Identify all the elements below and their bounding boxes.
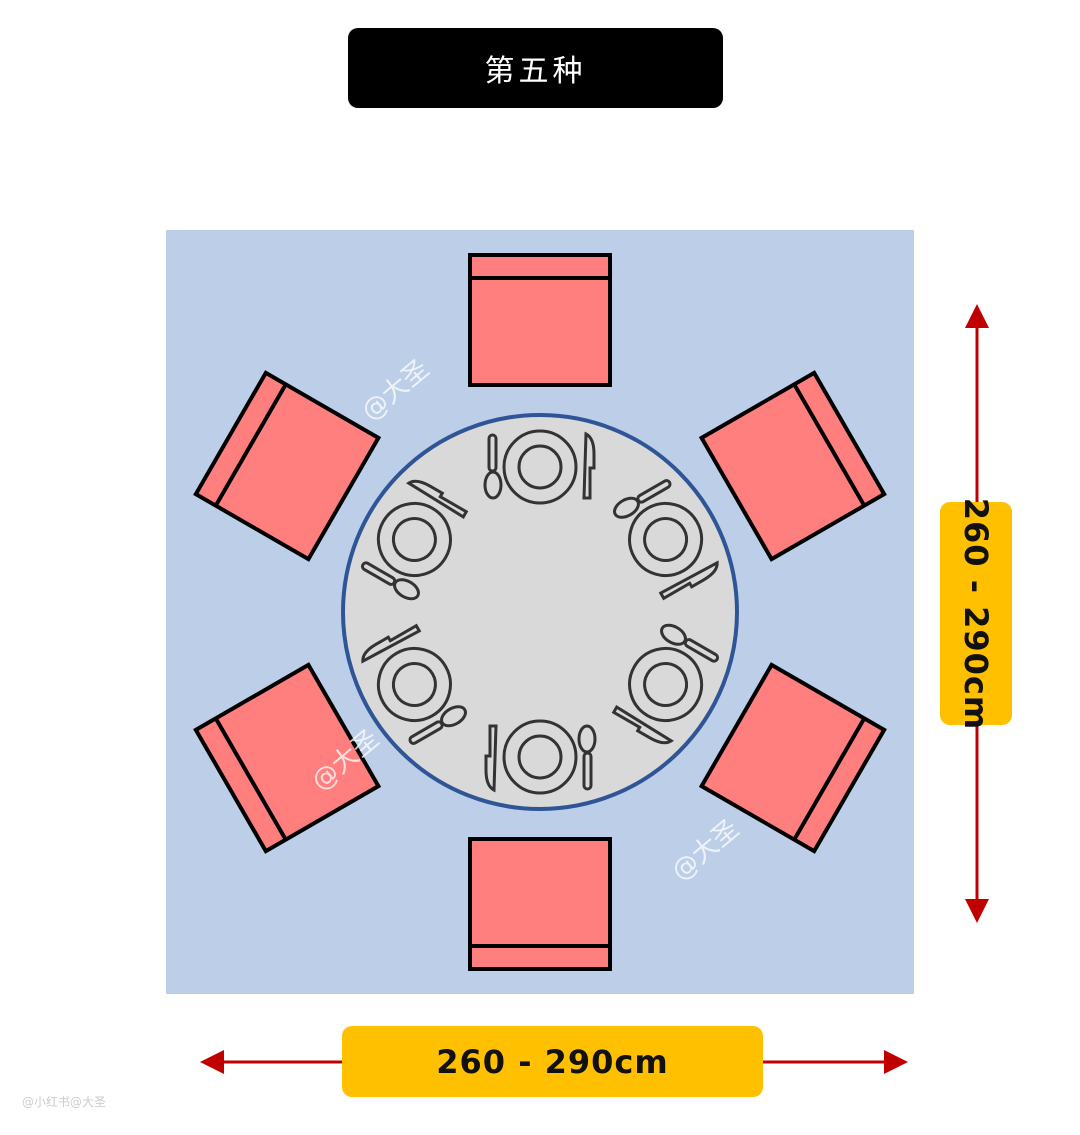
chair bbox=[468, 837, 612, 971]
place-setting bbox=[484, 719, 597, 795]
chair bbox=[698, 662, 887, 854]
place-setting bbox=[361, 623, 467, 745]
width-label-text: 260 - 290cm bbox=[436, 1042, 669, 1081]
place-setting bbox=[611, 623, 720, 745]
credit-watermark: @小红书@大圣 bbox=[22, 1095, 107, 1109]
chair bbox=[193, 370, 382, 562]
height-label-text: 260 - 290cm bbox=[957, 497, 995, 730]
diagram-title: 第五种 bbox=[348, 28, 723, 108]
chair bbox=[468, 253, 612, 387]
place-setting bbox=[483, 429, 596, 505]
round-table bbox=[341, 413, 739, 811]
height-label: 260 - 290cm bbox=[940, 497, 1012, 730]
place-setting bbox=[613, 479, 719, 601]
chair bbox=[698, 370, 887, 562]
width-label: 260 - 290cm bbox=[342, 1026, 763, 1097]
place-settings bbox=[360, 429, 720, 795]
chair bbox=[193, 662, 382, 854]
place-setting bbox=[360, 479, 469, 601]
chairs bbox=[193, 253, 887, 971]
